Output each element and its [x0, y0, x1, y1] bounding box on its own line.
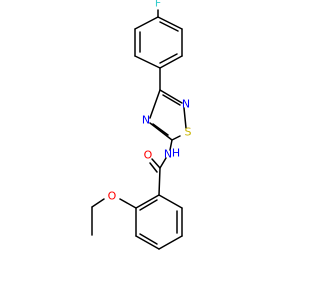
- atom-label-hydrogen: H: [172, 147, 180, 160]
- bond: [157, 16, 183, 30]
- benzamide-ring: [135, 194, 183, 250]
- bond: [134, 55, 161, 69]
- bond: [149, 122, 173, 141]
- bond: [119, 198, 137, 209]
- molecule-diagram: F N S N N H O O: [91, 0, 192, 250]
- bond: [134, 16, 159, 30]
- bond: [159, 89, 183, 104]
- bond: [91, 198, 105, 208]
- bond: [158, 235, 183, 250]
- bond: [171, 135, 181, 141]
- atom-label-nitrogen: N: [182, 98, 190, 111]
- atom-label-fluorine: F: [155, 0, 161, 10]
- bond: [139, 199, 158, 211]
- bond: [158, 194, 183, 209]
- fluorophenyl-ring: [134, 9, 183, 69]
- thiadiazole-ring: [149, 89, 187, 141]
- bond: [159, 21, 179, 32]
- atom-label-oxygen: O: [108, 190, 117, 203]
- bond: [162, 94, 181, 106]
- atom-label-sulfur: S: [185, 126, 192, 139]
- atom-label-nitrogen: N: [164, 148, 172, 161]
- bond: [135, 235, 160, 250]
- bond: [152, 123, 169, 136]
- bond: [151, 158, 161, 169]
- bond: [149, 162, 158, 173]
- bond: [135, 194, 160, 209]
- bond: [159, 157, 167, 169]
- bond: [169, 139, 173, 151]
- bond: [159, 55, 183, 69]
- bond: [149, 89, 161, 119]
- bond: [183, 107, 187, 129]
- atom-label-nitrogen: N: [142, 114, 150, 127]
- atom-label-oxygen: O: [144, 149, 153, 162]
- bond: [159, 53, 178, 64]
- bond: [158, 167, 161, 196]
- bond: [139, 233, 158, 245]
